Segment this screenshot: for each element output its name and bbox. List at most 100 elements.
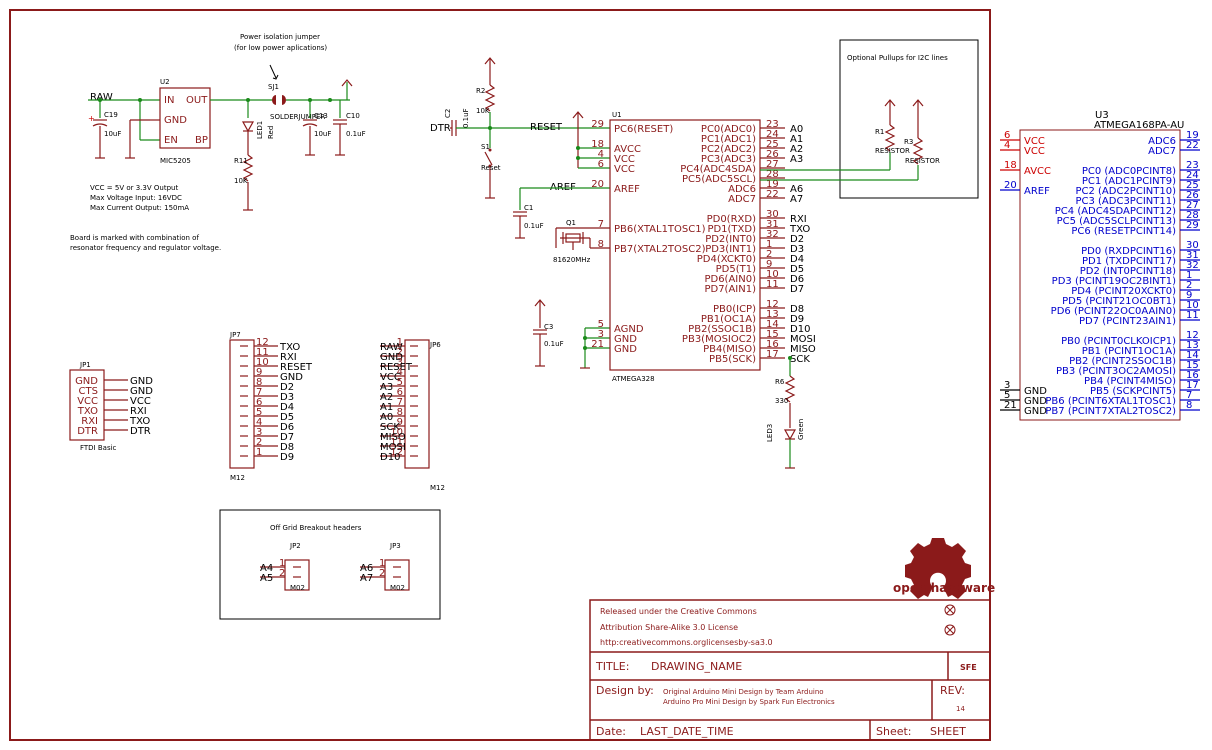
jp3-net-label: A6 xyxy=(360,563,373,574)
jp1-pin-name: GND xyxy=(75,376,98,387)
u1-net-label: A1 xyxy=(790,134,803,145)
jp3-net-label: A7 xyxy=(360,573,373,584)
u3-pin-number: 11 xyxy=(1186,310,1199,321)
jp7-net-label: D2 xyxy=(280,382,294,393)
u3-pin-number: 30 xyxy=(1186,240,1199,251)
jp7-pin-number: 3 xyxy=(256,427,262,438)
u3-pin-name: PC3 (ADC3PCINT11) xyxy=(1075,196,1176,207)
jp7-net-label: D5 xyxy=(280,412,294,423)
license-line-3: http:creativecommons.orglicensesby-sa3.0 xyxy=(600,638,773,647)
u3-pin-number: 4 xyxy=(1004,140,1010,151)
reset-section: R2 10K DTR C2 0.1uF RESET S1 Reset AREF xyxy=(430,57,610,369)
u1-net-label: D4 xyxy=(790,254,804,265)
u1-pin-name: ADC7 xyxy=(728,194,756,205)
led3-section: R6 330 LED3 Green xyxy=(766,356,805,469)
u1-pin-name: PC2(ADC2) xyxy=(701,144,756,155)
u2-en-pin: EN xyxy=(164,135,178,146)
board-note-2: resonator frequency and regulator voltag… xyxy=(70,244,221,252)
u1-pin-name: VCC xyxy=(614,154,635,165)
design-label: Design by: xyxy=(596,684,654,697)
c2-label: C2 xyxy=(444,109,452,118)
u3-pin-number: 29 xyxy=(1186,220,1199,231)
u1-pin-name: PD6(AIN0) xyxy=(704,274,756,285)
u1-pin-number: 24 xyxy=(766,129,779,140)
jp6-pin-number: 2 xyxy=(397,347,403,358)
drawing-title: DRAWING_NAME xyxy=(651,660,742,673)
u1-net-label: TXO xyxy=(789,224,810,235)
r1-label: R1 xyxy=(875,128,884,136)
jp7-net-label: D8 xyxy=(280,442,294,453)
u1-net-label: D7 xyxy=(790,284,804,295)
u1-net-label: D10 xyxy=(790,324,810,335)
u3-pin-name: VCC xyxy=(1024,136,1045,147)
r2-label: R2 xyxy=(476,87,485,95)
u1-net-label: D5 xyxy=(790,264,804,275)
u3-label: U3 xyxy=(1095,110,1109,121)
u2-part: MIC5205 xyxy=(160,157,191,165)
r6-label: R6 xyxy=(775,378,785,386)
r1-value: RESISTOR xyxy=(875,147,910,155)
u3-pin-name: GND xyxy=(1024,386,1047,397)
jp7-net-label: D7 xyxy=(280,432,294,443)
u1-pin-number: 25 xyxy=(766,139,779,150)
u1-net-label: A2 xyxy=(790,144,803,155)
u3-pin-number: 15 xyxy=(1186,360,1199,371)
jp2-pin-number: 2 xyxy=(279,568,285,579)
title-label: TITLE: xyxy=(595,660,629,673)
u1-pin-name: PD5(T1) xyxy=(716,264,756,275)
u2-label: U2 xyxy=(160,78,170,86)
jp7-label: JP7 xyxy=(229,331,241,339)
jumper-title: Power isolation jumper xyxy=(240,33,320,41)
u1-pin-number: 18 xyxy=(591,139,604,150)
design-credit-1: Original Arduino Mini Design by Team Ard… xyxy=(663,688,824,696)
jp1-net-label: RXI xyxy=(130,406,147,417)
r3-value: RESISTOR xyxy=(905,157,940,165)
u1-pin-number: 5 xyxy=(598,319,604,330)
pullups-section: Optional Pullups for I2C lines R1 RESIST… xyxy=(760,39,979,199)
jp7-pin-number: 11 xyxy=(256,347,269,358)
license-line-1: Released under the Creative Commons xyxy=(600,607,757,616)
u3-pin-number: 12 xyxy=(1186,330,1199,341)
u1-pin-name: AVCC xyxy=(614,144,641,155)
jp6-pin-number: 3 xyxy=(397,357,403,368)
jp1-pin-name: CTS xyxy=(79,386,98,397)
u3-pin-number: 1 xyxy=(1186,270,1192,281)
date-label: Date: xyxy=(596,725,626,738)
u3-pin-number: 32 xyxy=(1186,260,1199,271)
u3-pin-number: 17 xyxy=(1186,380,1199,391)
u1-pin-name: PC6(RESET) xyxy=(614,124,673,135)
title-block: Released under the Creative Commons Attr… xyxy=(589,599,991,741)
jp1-pin-name: TXO xyxy=(77,406,98,417)
u1-net-label: D8 xyxy=(790,304,804,315)
u1-pin-name: AREF xyxy=(614,184,640,195)
u2-out-pin: OUT xyxy=(186,95,208,106)
u1-pin-name: AGND xyxy=(614,324,644,335)
jp6-pin-number: 9 xyxy=(397,417,403,428)
u1-net-label: D6 xyxy=(790,274,804,285)
u3-part: ATMEGA168PA-AU xyxy=(1094,120,1184,131)
u1-pin-number: 4 xyxy=(598,149,604,160)
note-max-voltage: Max Voltage Input: 16VDC xyxy=(90,194,182,202)
jp7-pin-number: 12 xyxy=(256,337,269,348)
u1-pin-name: PB0(ICP) xyxy=(713,304,756,315)
jp6-net-label: RESET xyxy=(380,362,413,373)
u3-pin-name: PD4 (PCINT20XCKT0) xyxy=(1071,286,1176,297)
jp6-net-label: MOSI xyxy=(380,442,406,453)
breakout-section: Off Grid Breakout headers JP2 JP3 M02 M0… xyxy=(219,509,441,620)
c19-value: 10uF xyxy=(104,130,121,138)
c3-value: 0.1uF xyxy=(544,340,564,348)
u3-pin-name: PC1 (ADC1PCINT9) xyxy=(1082,176,1176,187)
r2-value: 10K xyxy=(476,107,490,115)
jp6-net-label: MISO xyxy=(380,432,406,443)
u3-pin-name: PC2 (ADC2PCINT10) xyxy=(1075,186,1176,197)
u1-net-label: A0 xyxy=(790,124,803,135)
logo-text: open hardware xyxy=(893,581,995,595)
u3-pin-name: AVCC xyxy=(1024,166,1051,177)
u3-pin-name: PB1 (PCINT1OC1A) xyxy=(1082,346,1176,357)
u1-pin-number: 27 xyxy=(766,159,779,170)
u3-pin-name: PB7 (PCINT7XTAL2TOSC2) xyxy=(1045,406,1176,417)
jp2-pin-number: 1 xyxy=(279,558,285,569)
